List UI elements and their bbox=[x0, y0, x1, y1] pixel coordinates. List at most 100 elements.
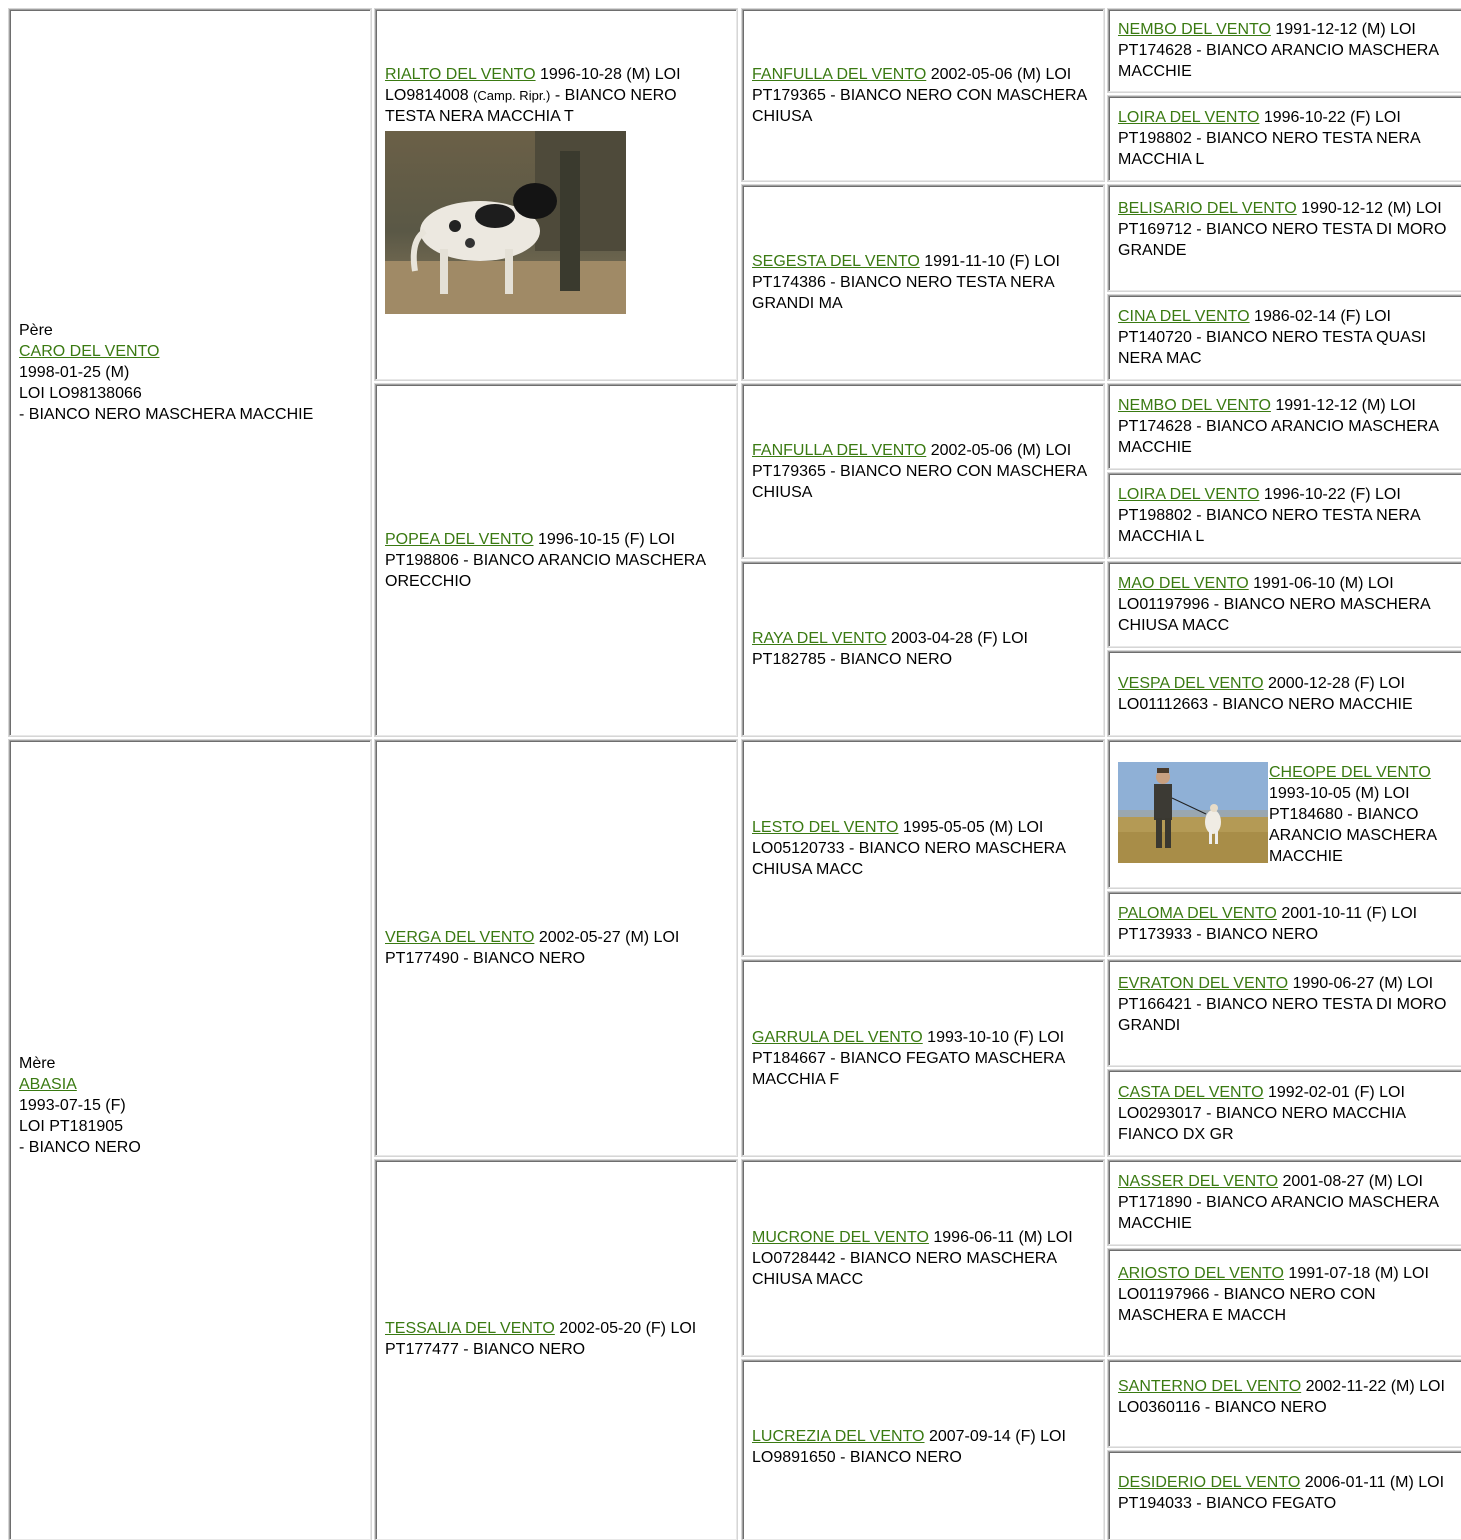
gen2-cell-0: RIALTO DEL VENTO 1996-10-28 (M) LOI LO98… bbox=[375, 9, 737, 380]
dam-reg: LOI PT181905 bbox=[19, 1117, 124, 1135]
gen4-cell-9: PALOMA DEL VENTO 2001-10-11 (F) LOI PT17… bbox=[1108, 892, 1461, 956]
gen4-name-link[interactable]: PALOMA DEL VENTO bbox=[1118, 905, 1277, 922]
dam-date: 1993-07-15 (F) bbox=[19, 1096, 126, 1114]
gen4-cell-13: ARIOSTO DEL VENTO 1991-07-18 (M) LOI LO0… bbox=[1108, 1249, 1461, 1356]
gen3-info: 1996-06-11 (M) LOI LO0728442 - BIANCO NE… bbox=[752, 1228, 1073, 1288]
gen4-info: 1992-02-01 (F) LOI LO0293017 - BIANCO NE… bbox=[1118, 1083, 1406, 1143]
gen3-name-link[interactable]: FANFULLA DEL VENTO bbox=[752, 441, 927, 459]
gen3-info: 1995-05-05 (M) LOI LO05120733 - BIANCO N… bbox=[752, 818, 1066, 878]
gen4-info: 2002-11-22 (M) LOI LO0360116 - BIANCO NE… bbox=[1118, 1377, 1445, 1416]
gen3-cell-5: GARRULA DEL VENTO 1993-10-10 (F) LOI PT1… bbox=[742, 960, 1104, 1156]
gen2-cell-2: VERGA DEL VENTO 2002-05-27 (M) LOI PT177… bbox=[375, 740, 737, 1156]
gen4-name-link[interactable]: CHEOPE DEL VENTO bbox=[1269, 763, 1431, 781]
gen4-info: 1996-10-22 (F) LOI PT198802 - BIANCO NER… bbox=[1118, 109, 1420, 168]
gen4-info: 1991-12-12 (M) LOI PT174628 - BIANCO ARA… bbox=[1118, 21, 1439, 80]
gen4-cell-7: VESPA DEL VENTO 2000-12-28 (F) LOI LO011… bbox=[1108, 651, 1461, 736]
gen4-cell-2: BELISARIO DEL VENTO 1990-12-12 (M) LOI P… bbox=[1108, 185, 1461, 291]
gen3-cell-3: RAYA DEL VENTO 2003-04-28 (F) LOI PT1827… bbox=[742, 562, 1104, 736]
gen3-info: 2003-04-28 (F) LOI PT182785 - BIANCO NER… bbox=[752, 630, 1028, 668]
dog-photo bbox=[385, 130, 626, 314]
gen4-info: 1991-12-12 (M) LOI PT174628 - BIANCO ARA… bbox=[1118, 397, 1439, 456]
gen4-cell-10: EVRATON DEL VENTO 1990-06-27 (M) LOI PT1… bbox=[1108, 960, 1461, 1066]
gen2-name-link[interactable]: TESSALIA DEL VENTO bbox=[385, 1320, 555, 1337]
gen3-name-link[interactable]: GARRULA DEL VENTO bbox=[752, 1028, 923, 1046]
gen4-name-link[interactable]: NEMBO DEL VENTO bbox=[1118, 397, 1271, 414]
gen4-info: 1991-07-18 (M) LOI LO01197966 - BIANCO N… bbox=[1118, 1265, 1429, 1324]
gen2-info: 1996-10-15 (F) LOI PT198806 - BIANCO ARA… bbox=[385, 530, 706, 590]
sire-role: Père bbox=[19, 322, 53, 339]
gen4-info: 2001-10-11 (F) LOI PT173933 - BIANCO NER… bbox=[1118, 905, 1418, 943]
gen3-name-link[interactable]: FANFULLA DEL VENTO bbox=[752, 65, 927, 83]
gen4-info: 1996-10-22 (F) LOI PT198802 - BIANCO NER… bbox=[1118, 486, 1420, 545]
gen2-info: 1996-10-28 (M) LOI LO9814008 bbox=[385, 65, 681, 104]
sire-reg: LOI LO98138066 bbox=[19, 385, 142, 402]
gen3-name-link[interactable]: RAYA DEL VENTO bbox=[752, 630, 887, 647]
gen2-cell-1: POPEA DEL VENTO 1996-10-15 (F) LOI PT198… bbox=[375, 384, 737, 736]
gen4-name-link[interactable]: NEMBO DEL VENTO bbox=[1118, 21, 1271, 38]
gen4-name-link[interactable]: MAO DEL VENTO bbox=[1118, 575, 1249, 592]
gen3-info: 1991-11-10 (F) LOI PT174386 - BIANCO NER… bbox=[752, 253, 1060, 312]
dog-handler-photo bbox=[1118, 761, 1268, 863]
gen3-info: 1993-10-10 (F) LOI PT184667 - BIANCO FEG… bbox=[752, 1028, 1065, 1088]
gen2-note: (Camp. Ripr.) bbox=[473, 87, 551, 103]
gen4-name-link[interactable]: CASTA DEL VENTO bbox=[1118, 1083, 1264, 1101]
gen3-cell-1: SEGESTA DEL VENTO 1991-11-10 (F) LOI PT1… bbox=[742, 185, 1104, 380]
gen4-info: 2006-01-11 (M) LOI PT194033 - BIANCO FEG… bbox=[1118, 1473, 1445, 1512]
gen4-info: 1991-06-10 (M) LOI LO01197996 - BIANCO N… bbox=[1118, 575, 1430, 634]
gen3-cell-0: FANFULLA DEL VENTO 2002-05-06 (M) LOI PT… bbox=[742, 9, 1104, 181]
gen4-cell-1: LOIRA DEL VENTO 1996-10-22 (F) LOI PT198… bbox=[1108, 96, 1461, 181]
gen3-cell-7: LUCREZIA DEL VENTO 2007-09-14 (F) LOI LO… bbox=[742, 1360, 1104, 1540]
gen3-cell-2: FANFULLA DEL VENTO 2002-05-06 (M) LOI PT… bbox=[742, 384, 1104, 558]
gen4-name-link[interactable]: SANTERNO DEL VENTO bbox=[1118, 1377, 1302, 1395]
gen4-info: 2000-12-28 (F) LOI LO01112663 - BIANCO N… bbox=[1118, 674, 1413, 713]
gen4-name-link[interactable]: ARIOSTO DEL VENTO bbox=[1118, 1265, 1284, 1282]
gen2-name-link[interactable]: POPEA DEL VENTO bbox=[385, 530, 534, 548]
gen4-info: 1986-02-14 (F) LOI PT140720 - BIANCO NER… bbox=[1118, 308, 1426, 367]
gen3-info: 2002-05-06 (M) LOI PT179365 - BIANCO NER… bbox=[752, 441, 1087, 501]
gen4-cell-4: NEMBO DEL VENTO 1991-12-12 (M) LOI PT174… bbox=[1108, 384, 1461, 469]
gen4-info: 1990-12-12 (M) LOI PT169712 - BIANCO NER… bbox=[1118, 199, 1447, 259]
dam-cell: Mère ABASIA 1993-07-15 (F) LOI PT181905 … bbox=[9, 740, 371, 1540]
gen3-info: 2002-05-06 (M) LOI PT179365 - BIANCO NER… bbox=[752, 65, 1087, 125]
gen2-info: 2002-05-27 (M) LOI PT177490 - BIANCO NER… bbox=[385, 929, 680, 967]
gen4-name-link[interactable]: CINA DEL VENTO bbox=[1118, 308, 1250, 325]
dam-role: Mère bbox=[19, 1054, 56, 1072]
sire-cell: Père CARO DEL VENTO 1998-01-25 (M) LOI L… bbox=[9, 9, 371, 736]
gen2-name-link[interactable]: RIALTO DEL VENTO bbox=[385, 65, 536, 83]
gen4-name-link[interactable]: EVRATON DEL VENTO bbox=[1118, 974, 1289, 992]
dam-desc: - BIANCO NERO bbox=[19, 1138, 141, 1156]
gen4-info: 2001-08-27 (M) LOI PT171890 - BIANCO ARA… bbox=[1118, 1173, 1439, 1232]
gen4-name-link[interactable]: BELISARIO DEL VENTO bbox=[1118, 199, 1297, 217]
gen3-name-link[interactable]: SEGESTA DEL VENTO bbox=[752, 253, 920, 270]
gen4-name-link[interactable]: LOIRA DEL VENTO bbox=[1118, 109, 1260, 126]
gen4-info: 1990-06-27 (M) LOI PT166421 - BIANCO NER… bbox=[1118, 974, 1447, 1034]
gen4-cell-3: CINA DEL VENTO 1986-02-14 (F) LOI PT1407… bbox=[1108, 295, 1461, 380]
gen4-name-link[interactable]: DESIDERIO DEL VENTO bbox=[1118, 1473, 1301, 1491]
gen3-name-link[interactable]: LUCREZIA DEL VENTO bbox=[752, 1428, 925, 1445]
gen4-cell-14: SANTERNO DEL VENTO 2002-11-22 (M) LOI LO… bbox=[1108, 1360, 1461, 1447]
gen4-cell-15: DESIDERIO DEL VENTO 2006-01-11 (M) LOI P… bbox=[1108, 1451, 1461, 1540]
sire-name-link[interactable]: CARO DEL VENTO bbox=[19, 343, 160, 360]
gen2-info-rest: - BIANCO NERO TESTA NERA MACCHIA T bbox=[385, 86, 677, 125]
gen4-info: 1993-10-05 (M) LOI PT184680 - BIANCO ARA… bbox=[1269, 784, 1437, 865]
gen4-name-link[interactable]: LOIRA DEL VENTO bbox=[1118, 486, 1260, 503]
gen3-cell-4: LESTO DEL VENTO 1995-05-05 (M) LOI LO051… bbox=[742, 740, 1104, 956]
gen3-info: 2007-09-14 (F) LOI LO9891650 - BIANCO NE… bbox=[752, 1428, 1066, 1466]
gen4-name-link[interactable]: VESPA DEL VENTO bbox=[1118, 674, 1264, 692]
dam-name-link[interactable]: ABASIA bbox=[19, 1075, 77, 1093]
gen3-name-link[interactable]: LESTO DEL VENTO bbox=[752, 818, 899, 836]
sire-desc: - BIANCO NERO MASCHERA MACCHIE bbox=[19, 406, 314, 423]
gen2-cell-3: TESSALIA DEL VENTO 2002-05-20 (F) LOI PT… bbox=[375, 1160, 737, 1540]
gen2-entry-0: RIALTO DEL VENTO 1996-10-28 (M) LOI LO98… bbox=[385, 64, 727, 127]
gen4-cell-11: CASTA DEL VENTO 1992-02-01 (F) LOI LO029… bbox=[1108, 1070, 1461, 1156]
gen4-name-link[interactable]: NASSER DEL VENTO bbox=[1118, 1173, 1279, 1190]
gen3-name-link[interactable]: MUCRONE DEL VENTO bbox=[752, 1228, 929, 1246]
gen3-cell-6: MUCRONE DEL VENTO 1996-06-11 (M) LOI LO0… bbox=[742, 1160, 1104, 1356]
sire-date: 1998-01-25 (M) bbox=[19, 364, 130, 381]
gen4-cell-8: CHEOPE DEL VENTO 1993-10-05 (M) LOI PT18… bbox=[1108, 740, 1461, 888]
gen4-cell-0: NEMBO DEL VENTO 1991-12-12 (M) LOI PT174… bbox=[1108, 9, 1461, 92]
gen2-name-link[interactable]: VERGA DEL VENTO bbox=[385, 929, 535, 946]
gen4-cell-6: MAO DEL VENTO 1991-06-10 (M) LOI LO01197… bbox=[1108, 562, 1461, 647]
gen4-cell-5: LOIRA DEL VENTO 1996-10-22 (F) LOI PT198… bbox=[1108, 473, 1461, 558]
gen4-cell-12: NASSER DEL VENTO 2001-08-27 (M) LOI PT17… bbox=[1108, 1160, 1461, 1245]
